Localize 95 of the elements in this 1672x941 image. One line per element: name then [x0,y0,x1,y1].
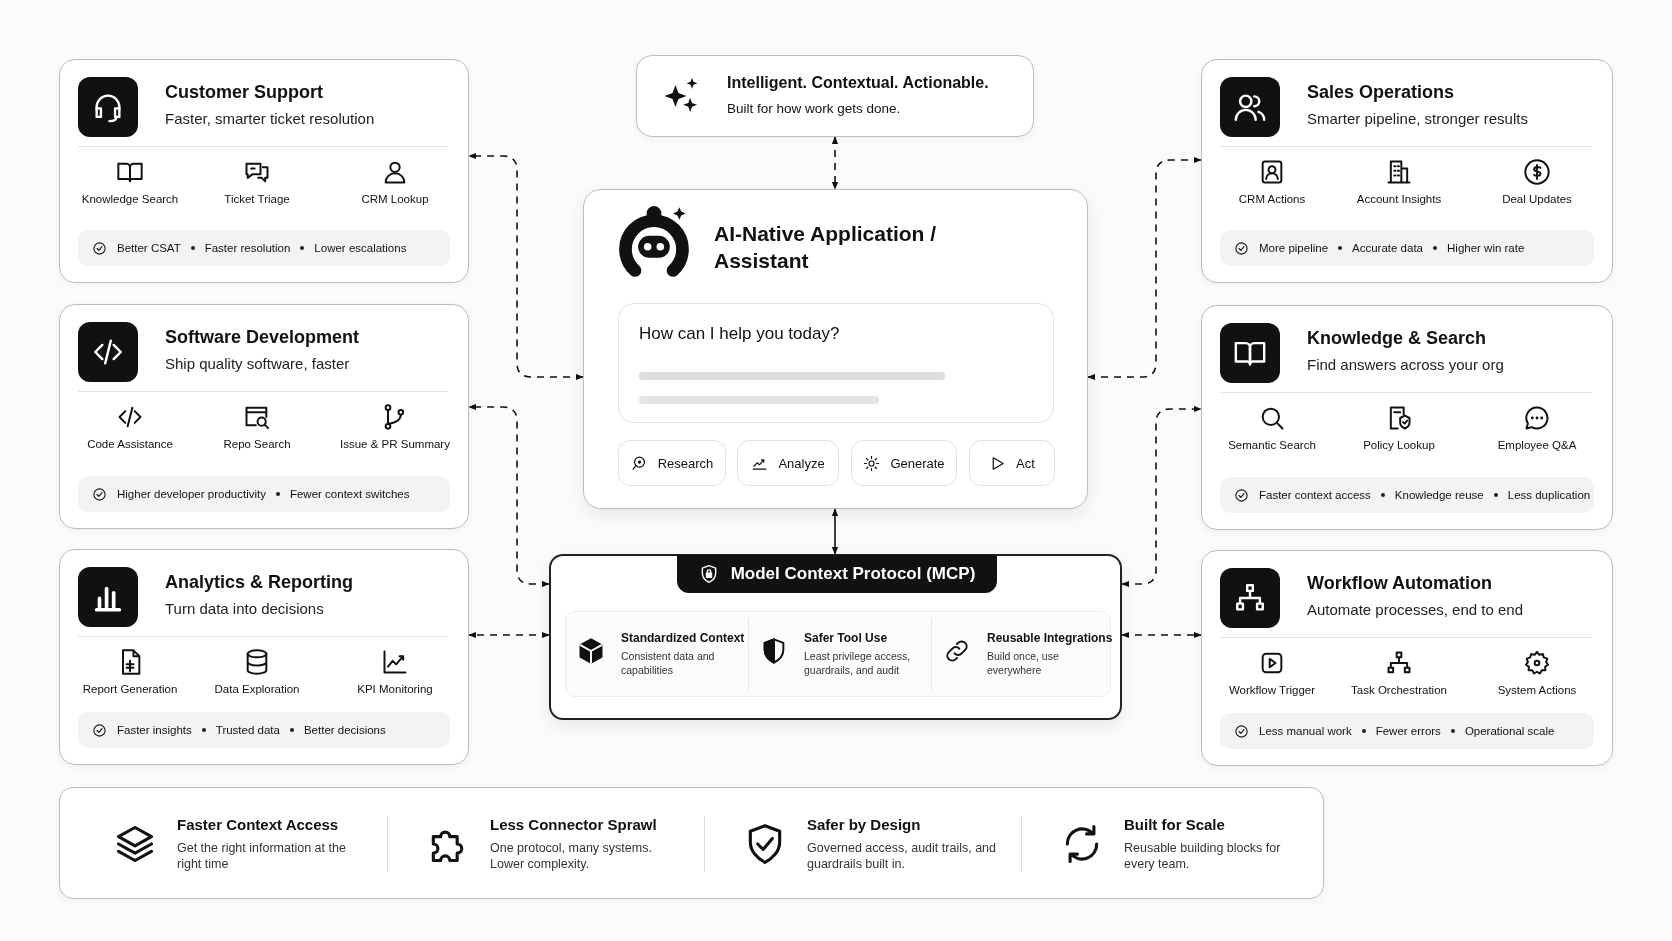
benefits-bar [78,230,450,266]
benefit-description: Reusable building blocks for every team. [1124,840,1282,873]
feature-label: Knowledge Search [80,192,180,207]
benefit-text: Higher developer productivity [117,488,266,500]
card-subtitle: Faster, smarter ticket resolution [165,110,375,127]
benefit-description: One protocol, many systems. Lower complexity. [490,840,653,873]
benefit-title: Safer by Design [807,816,921,833]
benefit-text: Trusted data [215,724,280,736]
connector [831,508,839,555]
dashed-connector [468,631,550,639]
action-button: Analyze [737,440,839,486]
benefits-bar [1220,230,1594,266]
card-subtitle: Smarter pipeline, stronger results [1307,110,1528,127]
benefits-bar [78,712,450,748]
assistant-card [583,189,1088,509]
card-title: Analytics & Reporting [165,572,354,593]
benefit-text: Knowledge reuse [1394,489,1484,501]
card-title: Knowledge & Search [1307,328,1487,349]
benefit-description: Governed access, audit trails, and guardrails built in. [807,840,997,873]
benefit-text: Higher win rate [1447,242,1525,254]
action-button: Act [969,440,1055,486]
placeholder-text: How can I help you today? [639,324,840,344]
feature-label: Repo Search [222,437,292,452]
feature-label: Report Generation [81,682,179,697]
tagline-subtitle: Built for how work gets done. [727,101,901,116]
feature-label: Workflow Trigger [1227,683,1317,698]
protocol-panel [549,554,1122,720]
card-subtitle: Automate processes, end to end [1307,601,1523,618]
feature-label: Deal Updates [1501,192,1573,207]
feature-label: System Actions [1496,683,1578,698]
benefit-text: Fewer errors [1375,725,1441,737]
feature-label: Policy Lookup [1362,438,1436,453]
tagline-card [636,55,1034,137]
chat-input-field [618,303,1054,423]
dashed-connector [1121,631,1202,639]
action-button: Generate [851,440,957,486]
feature-label: CRM Lookup [360,192,430,207]
feature-label: KPI Monitoring [356,682,434,697]
dashed-connector [1087,156,1202,381]
benefit-text: Fewer context switches [289,488,410,500]
benefit-title: Built for Scale [1124,816,1225,833]
capability-description: Consistent data and capabilities [621,649,716,678]
benefit-text: Less manual work [1259,725,1352,737]
tagline-title: Intelligent. Contextual. Actionable. [727,74,989,92]
dashed-connector [1121,405,1202,588]
capability-description: Build once, use everywhere [987,649,1060,678]
capability-title: Standardized Context [621,631,745,645]
assistant-title: AI-Native Application / Assistant [714,221,938,275]
benefit-description: Get the right information at the right time [177,840,347,873]
dashed-connector [831,136,839,190]
dashed-connector [468,403,550,588]
action-button: Research [618,440,726,486]
benefit-title: Faster Context Access [177,816,339,833]
protocol-title: Model Context Protocol (MCP) [730,564,976,584]
feature-label: Employee Q&A [1496,438,1578,453]
benefit-text: Accurate data [1352,242,1423,254]
feature-label: Semantic Search [1227,438,1317,453]
benefit-text: Better decisions [303,724,386,736]
benefit-text: Operational scale [1464,725,1555,737]
benefit-text: More pipeline [1259,242,1329,254]
card-title: Customer Support [165,82,323,103]
feature-label: Data Exploration [213,682,301,697]
benefit-text: Faster context access [1259,489,1371,501]
use-case-card [59,304,469,529]
use-case-card [1201,305,1613,530]
feature-label: Code Assistance [86,437,174,452]
benefit-text: Less duplication [1507,489,1591,501]
feature-label: Issue & PR Summary [340,437,450,452]
use-case-card [1201,59,1613,283]
benefits-bar [78,476,450,512]
benefits-band [59,787,1324,899]
capability-title: Reusable Integrations [987,631,1113,645]
benefits-bar [1220,713,1594,749]
benefit-text: Faster resolution [204,242,291,254]
use-case-card [59,59,469,283]
benefit-title: Less Connector Sprawl [490,816,657,833]
use-case-card [59,549,469,765]
benefits-bar [1220,477,1594,513]
feature-label: Ticket Triage [223,192,291,207]
feature-label: Task Orchestration [1350,683,1448,698]
card-title: Software Development [165,327,360,348]
card-title: Sales Operations [1307,82,1455,103]
card-subtitle: Ship quality software, faster [165,355,350,372]
capability-description: Least privilege access, guardrails, and audit [804,649,912,678]
benefit-text: Faster insights [117,724,192,736]
capability-title: Safer Tool Use [804,631,888,645]
feature-label: Account Insights [1355,192,1443,207]
card-title: Workflow Automation [1307,573,1492,594]
benefit-text: Better CSAT [117,242,181,254]
use-case-card [1201,550,1613,766]
feature-label: CRM Actions [1237,192,1307,207]
benefit-text: Lower escalations [314,242,407,254]
dashed-connector [468,152,584,381]
card-subtitle: Turn data into decisions [165,600,324,617]
card-subtitle: Find answers across your org [1307,356,1504,373]
